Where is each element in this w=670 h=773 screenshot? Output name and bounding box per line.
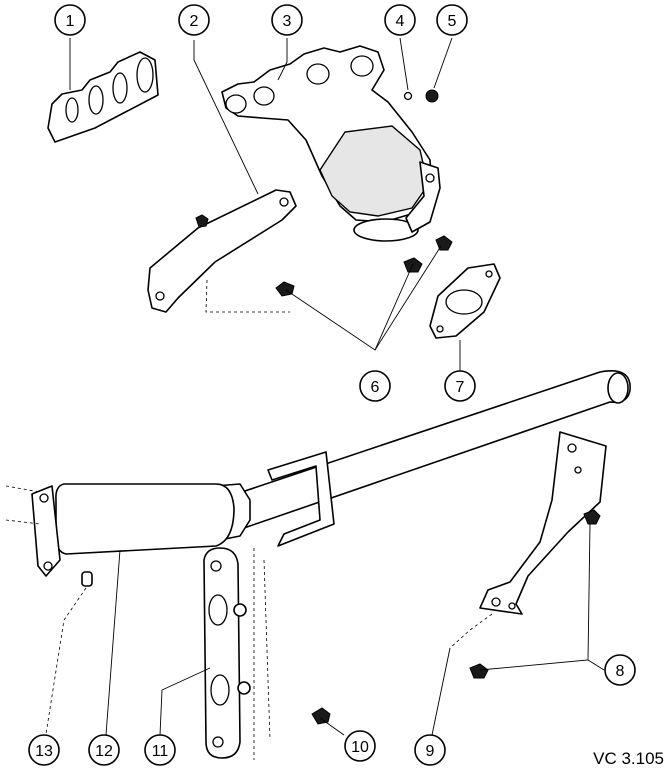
svg-text:5: 5 (448, 13, 457, 30)
callout-9: 9 (414, 734, 446, 766)
exhaust-manifold-catalyst (221, 45, 441, 242)
svg-text:1: 1 (66, 13, 75, 30)
svg-text:10: 10 (351, 739, 369, 756)
callout-10: 10 (344, 730, 376, 762)
gasket-bolt (311, 707, 331, 725)
callout-4: 4 (384, 4, 416, 36)
svg-text:2: 2 (190, 13, 199, 30)
svg-text:3: 3 (283, 13, 292, 30)
callout-13: 13 (28, 734, 60, 766)
flange-gasket (429, 263, 501, 339)
stud-washer (403, 91, 413, 101)
mounting-gasket-plate (203, 547, 251, 759)
callout-2: 2 (178, 4, 210, 36)
callout-6: 6 (359, 370, 391, 402)
callout-8: 8 (604, 654, 636, 686)
svg-text:4: 4 (396, 13, 405, 30)
callout-11: 11 (144, 734, 176, 766)
callout-7: 7 (444, 370, 476, 402)
svg-text:12: 12 (95, 743, 113, 760)
front-exhaust-pipe (31, 370, 631, 587)
manifold-nut (425, 89, 439, 103)
svg-text:11: 11 (152, 743, 169, 760)
bracket-bolts (469, 509, 601, 679)
callout-3: 3 (271, 4, 303, 36)
callout-5: 5 (436, 4, 468, 36)
mounting-bolts (275, 235, 453, 297)
svg-text:7: 7 (456, 379, 465, 396)
figure-reference: VC 3.105 (593, 749, 664, 768)
support-bracket (479, 431, 607, 615)
callout-1: 1 (54, 4, 86, 36)
svg-text:13: 13 (35, 743, 53, 760)
manifold-gasket (47, 51, 159, 143)
leader-lines (5, 37, 605, 760)
manifold-bracket (147, 189, 297, 313)
callout-12: 12 (88, 734, 120, 766)
svg-text:6: 6 (371, 379, 380, 396)
svg-text:8: 8 (616, 663, 625, 680)
svg-text:9: 9 (426, 743, 435, 760)
